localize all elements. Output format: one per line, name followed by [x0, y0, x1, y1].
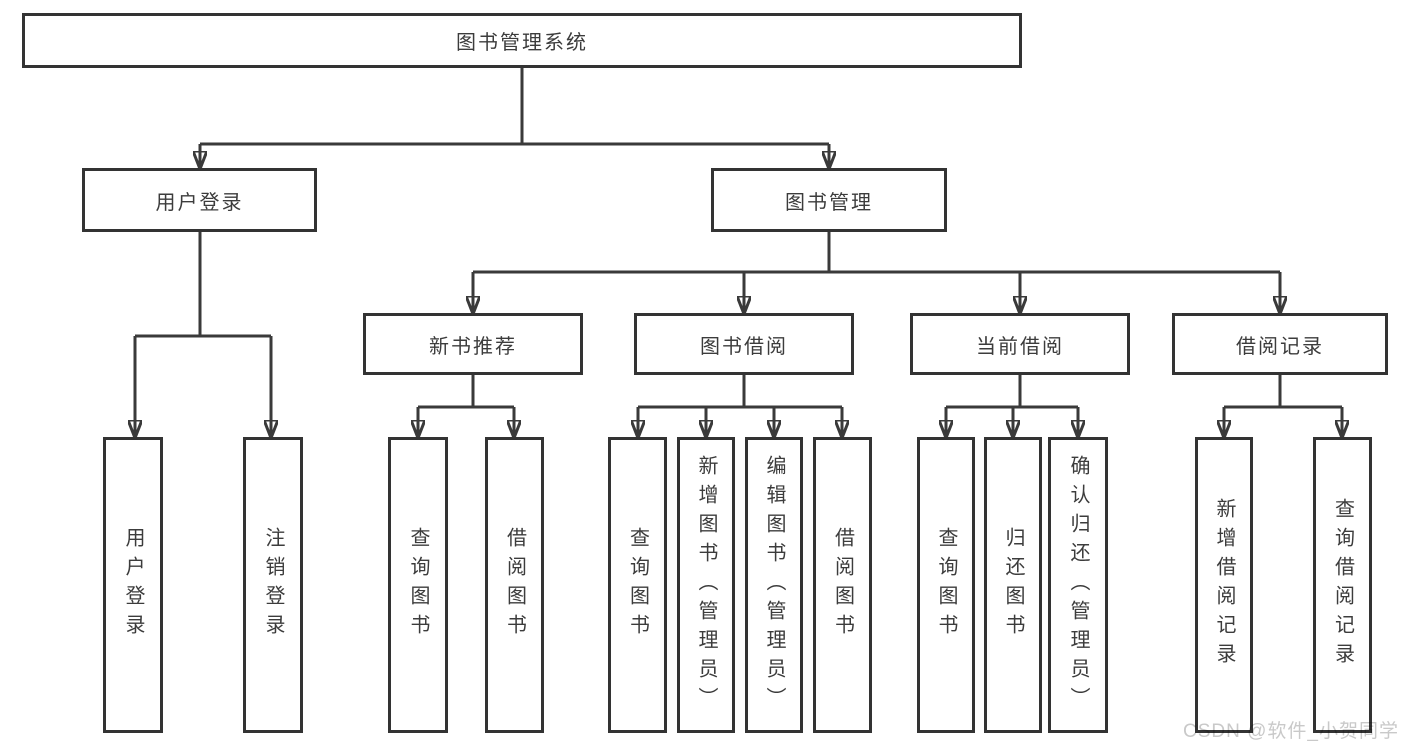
leaf-query-books-current: 查询图书: [917, 437, 975, 733]
leaf-query-books-borrow: 查询图书: [608, 437, 667, 733]
leaf-return-books: 归还图书: [984, 437, 1042, 733]
csdn-watermark: CSDN @软件_小贺同学: [1183, 721, 1399, 742]
node-new-book-recommendation: 新书推荐: [363, 313, 583, 375]
leaf-logout: 注销登录: [243, 437, 303, 733]
node-book-borrowing: 图书借阅: [634, 313, 854, 375]
leaf-edit-books-admin: 编辑图书（管理员）: [745, 437, 803, 733]
leaf-add-borrow-record: 新增借阅记录: [1195, 437, 1253, 733]
node-root-system: 图书管理系统: [22, 13, 1022, 68]
node-user-login-branch: 用户登录: [82, 168, 317, 232]
leaf-borrow-books-recommend: 借阅图书: [485, 437, 544, 733]
leaf-add-books-admin: 新增图书（管理员）: [677, 437, 735, 733]
node-book-management-branch: 图书管理: [711, 168, 947, 232]
node-current-borrowing: 当前借阅: [910, 313, 1130, 375]
leaf-user-login: 用户登录: [103, 437, 163, 733]
leaf-confirm-return-admin: 确认归还（管理员）: [1048, 437, 1108, 733]
leaf-borrow-books: 借阅图书: [813, 437, 872, 733]
leaf-query-books-recommend: 查询图书: [388, 437, 448, 733]
node-borrowing-records: 借阅记录: [1172, 313, 1388, 375]
leaf-query-borrow-record: 查询借阅记录: [1313, 437, 1372, 733]
